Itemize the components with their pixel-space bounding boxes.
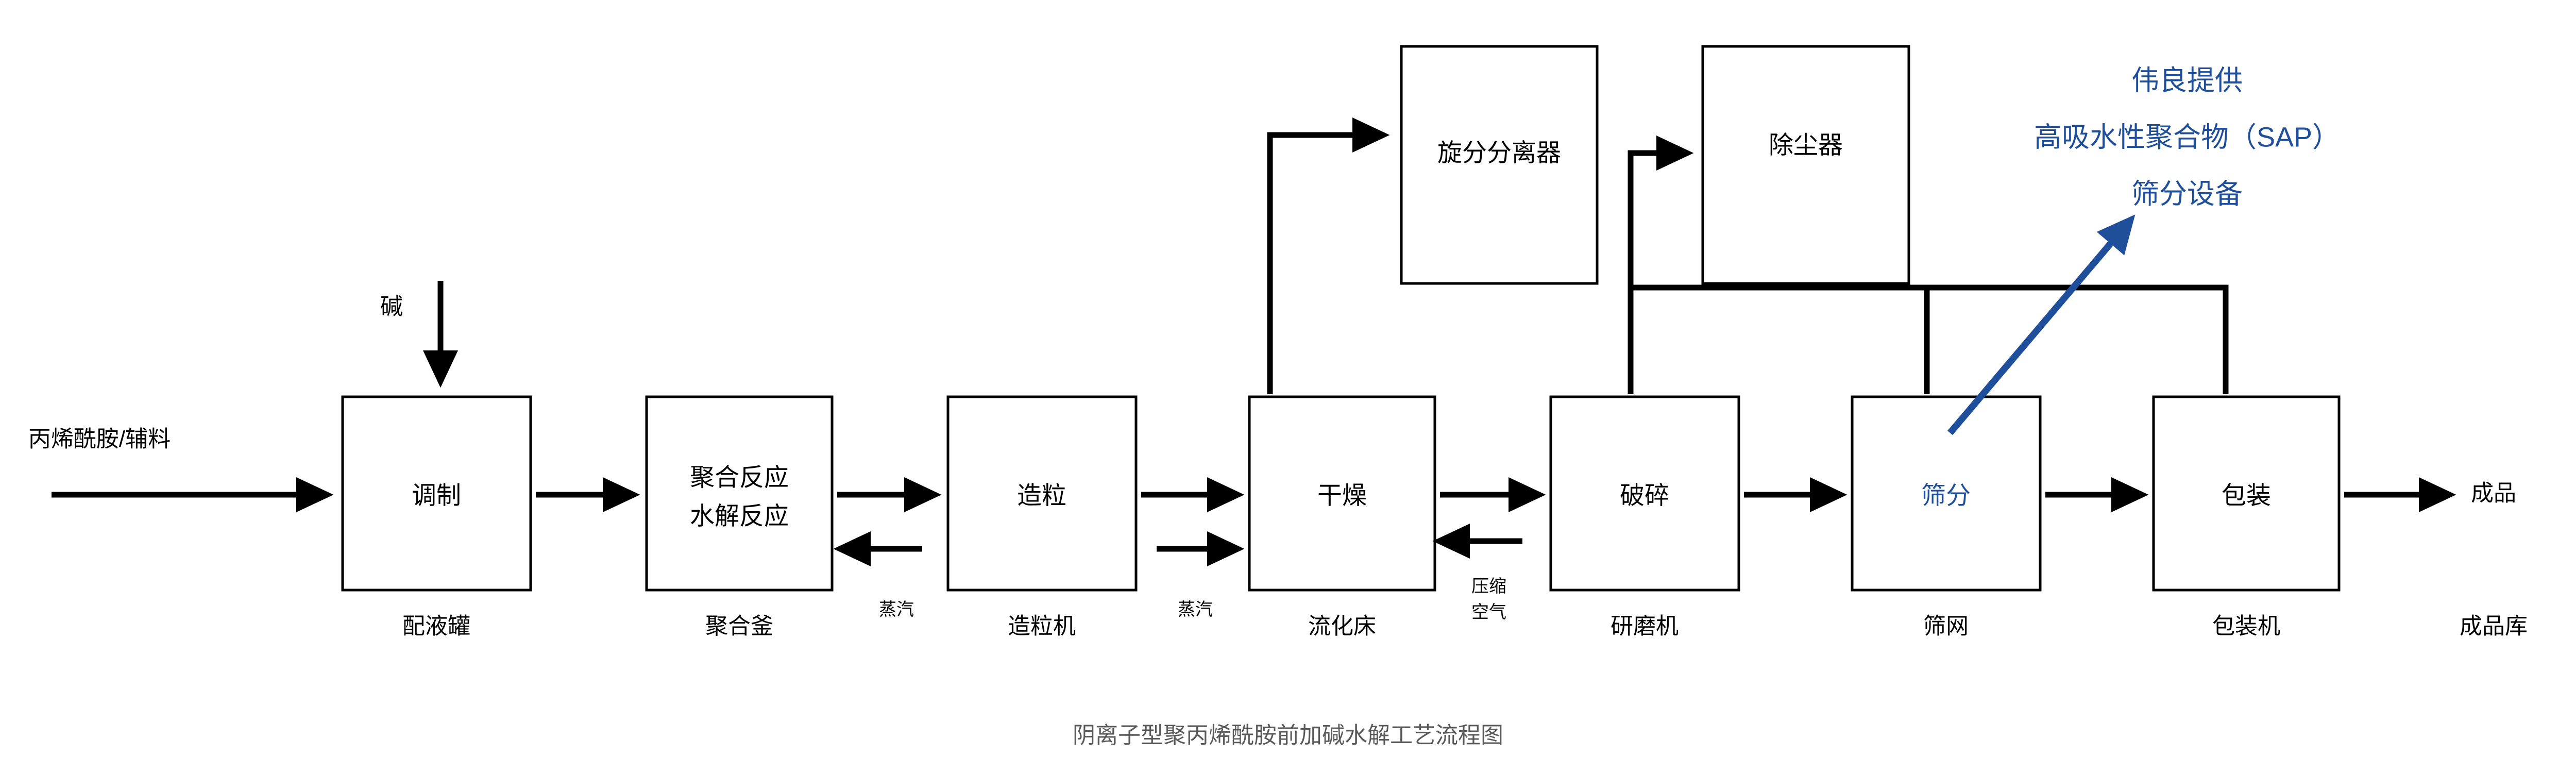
- annotation-line-2: 高吸水性聚合物（SAP）: [2034, 122, 2340, 153]
- process-box-screen-label: 筛分: [1921, 482, 1971, 510]
- annotation-line-3: 筛分设备: [2131, 178, 2243, 209]
- input-label-alkali: 碱: [380, 294, 403, 320]
- process-box-polymerize-label-1: 聚合反应: [690, 464, 789, 492]
- process-box-crush[interactable]: 破碎: [1549, 395, 1740, 592]
- input-label-compressed-air-1: 压缩: [1471, 577, 1506, 596]
- callout-arrow-to-screen: [1947, 214, 2136, 435]
- caption-prepare: 配液罐: [402, 614, 470, 639]
- diagram-title: 阴离子型聚丙烯酰胺前加碱水解工艺流程图: [1073, 723, 1503, 748]
- process-box-screen[interactable]: 筛分: [1851, 395, 2042, 592]
- input-label-compressed-air-2: 空气: [1471, 602, 1506, 622]
- caption-storage: 成品库: [2460, 614, 2528, 639]
- process-box-polymerize-label-2: 水解反应: [690, 503, 789, 530]
- output-label-product: 成品: [2471, 481, 2516, 506]
- aux-box-cyclone-label: 旋分分离器: [1437, 140, 1561, 167]
- process-box-dry-label: 干燥: [1317, 482, 1367, 510]
- aux-box-dust-collector-label: 除尘器: [1769, 132, 1843, 159]
- caption-polymerize: 聚合釜: [705, 614, 773, 639]
- input-label-steam-2: 蒸汽: [1178, 600, 1213, 619]
- process-box-granulate[interactable]: 造粒: [946, 395, 1138, 592]
- input-label-steam-1: 蒸汽: [879, 600, 914, 619]
- process-box-package-label: 包装: [2222, 482, 2271, 510]
- process-box-prepare[interactable]: 调制: [341, 395, 532, 592]
- caption-dry: 流化床: [1308, 614, 1376, 639]
- caption-package: 包装机: [2212, 614, 2280, 639]
- process-box-crush-label: 破碎: [1620, 482, 1669, 510]
- input-label-feed: 丙烯酰胺/辅料: [28, 427, 171, 452]
- line-dry-to-cyclone: [1267, 117, 1390, 394]
- process-box-package[interactable]: 包装: [2152, 395, 2341, 592]
- aux-box-cyclone[interactable]: 旋分分离器: [1400, 45, 1599, 285]
- caption-granulate: 造粒机: [1008, 614, 1076, 639]
- header-line-to-screen: [1631, 284, 1930, 394]
- line-crush-to-dust-collector: [1628, 135, 1694, 394]
- process-box-granulate-label: 造粒: [1017, 482, 1066, 510]
- caption-screen: 筛网: [1923, 614, 1969, 639]
- annotation-line-1: 伟良提供: [2131, 65, 2243, 96]
- aux-box-dust-collector[interactable]: 除尘器: [1701, 45, 1910, 285]
- process-box-polymerize[interactable]: 聚合反应 水解反应: [645, 395, 834, 592]
- process-box-dry[interactable]: 干燥: [1248, 395, 1436, 592]
- caption-crush: 研磨机: [1611, 614, 1679, 639]
- process-box-prepare-label: 调制: [412, 482, 461, 510]
- header-line-to-package: [1927, 284, 2229, 394]
